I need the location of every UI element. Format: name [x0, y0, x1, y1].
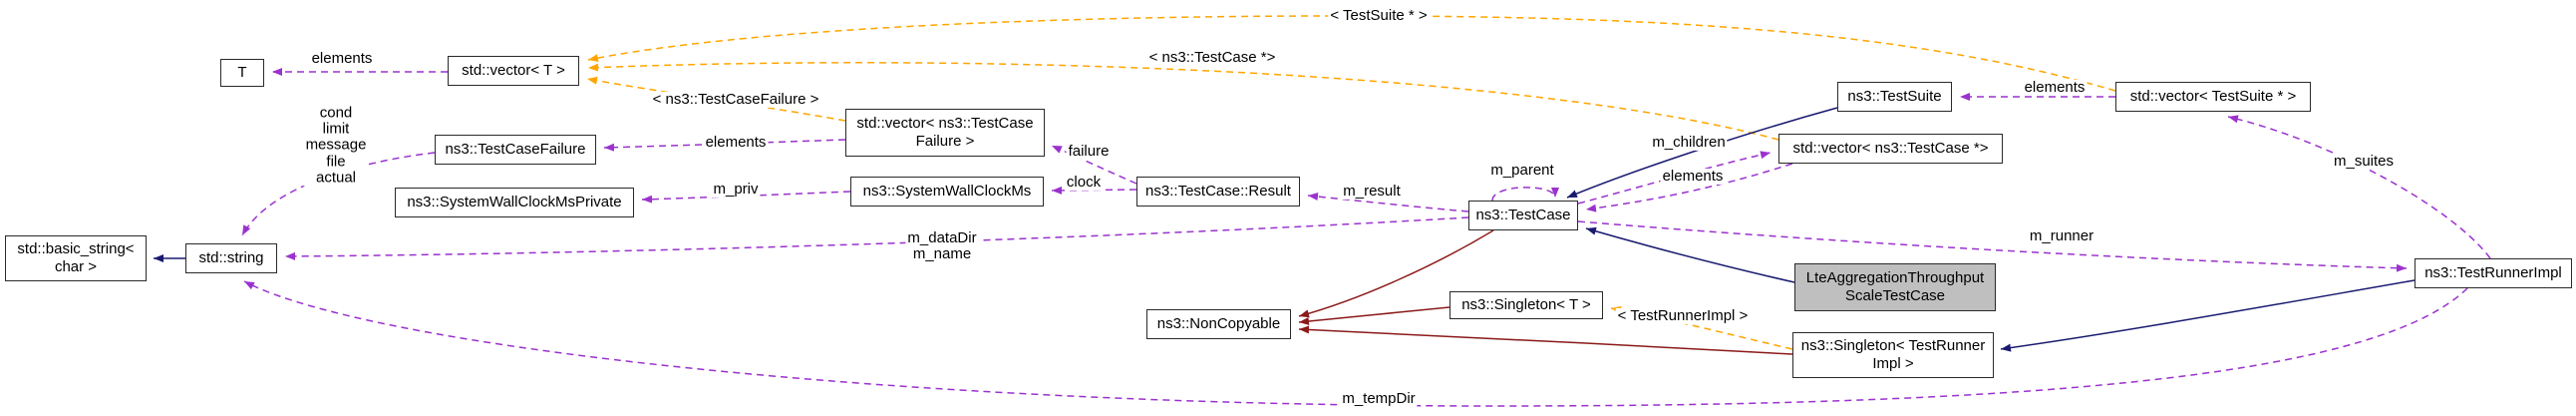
edge-inherit-test-runner-singleton: [2000, 279, 2415, 352]
edge-m-tempdir: [243, 280, 2468, 407]
node-std-vector-testsuite-ptr[interactable]: std::vector< TestSuite * >: [2115, 82, 2311, 112]
node-ns3-singleton-testrunnerimpl[interactable]: ns3::Singleton< TestRunner Impl >: [1792, 332, 1994, 378]
edge-m-suites: [2227, 115, 2491, 259]
edge-label-test-case-failure-members: cond limit message file actual: [303, 104, 369, 187]
node-ns3-testsuite[interactable]: ns3::TestSuite: [1837, 82, 1952, 112]
edge-label-clock: clock: [1064, 173, 1104, 192]
edge-label-elements-suites: elements: [2022, 78, 2088, 97]
node-std-vector-testcasefailure[interactable]: std::vector< ns3::TestCase Failure >: [845, 109, 1045, 157]
edge-m-datadir-m-name: [284, 216, 1469, 260]
edge-inherit-singleton-t-non-copyable: [1298, 306, 1450, 325]
edge-label-m-suites: m_suites: [2331, 152, 2397, 171]
edge-m-priv: [641, 191, 851, 204]
edge-m-runner: [1577, 220, 2408, 272]
edge-elements-vector-children: [1585, 163, 1793, 212]
edge-label-m-tempdir: m_tempDir: [1340, 389, 1418, 408]
edge-label-m-children: m_children: [1650, 133, 1728, 152]
edge-inherit-test-case-non-copyable: [1298, 229, 1494, 318]
edge-template-test-case-ptr: [587, 62, 1779, 141]
node-ns3-systemwallclockmsprivate[interactable]: ns3::SystemWallClockMsPrivate: [395, 188, 634, 217]
edge-inherit-singleton-tr-non-copyable: [1298, 325, 1793, 355]
node-ns3-testrunnerimpl[interactable]: ns3::TestRunnerImpl: [2415, 258, 2572, 288]
edge-label-m-datadir-m-name: m_dataDir m_name: [905, 228, 979, 263]
edge-label-template-test-suite-ptr: < TestSuite * >: [1328, 6, 1430, 25]
edge-label-m-parent: m_parent: [1488, 161, 1556, 180]
node-std-vector-testcase-ptr[interactable]: std::vector< ns3::TestCase *>: [1778, 134, 2003, 164]
edge-label-template-test-case-failure: < ns3::TestCaseFailure >: [650, 90, 821, 109]
edge-label-elements: elements: [309, 49, 375, 68]
node-std-vector-t[interactable]: std::vector< T >: [448, 56, 579, 86]
node-lteaggregationthroughputscaletestcase: LteAggregationThroughput ScaleTestCase: [1794, 263, 1996, 311]
edge-inherit-test-suite-test-case: [1566, 107, 1838, 199]
node-ns3-systemwallclockms[interactable]: ns3::SystemWallClockMs: [850, 177, 1044, 207]
node-ns3-noncopyable[interactable]: ns3::NonCopyable: [1146, 309, 1291, 339]
edge-label-elements-children: elements: [1660, 167, 1726, 186]
node-ns3-testcasefailure[interactable]: ns3::TestCaseFailure: [435, 135, 596, 165]
node-std-string[interactable]: std::string: [185, 243, 277, 273]
edge-label-m-result: m_result: [1341, 182, 1403, 201]
edge-label-template-test-case-ptr: < ns3::TestCase *>: [1146, 48, 1278, 67]
edge-failure: [1051, 145, 1137, 185]
node-t[interactable]: T: [220, 59, 264, 87]
edge-label-elements-failure: elements: [703, 133, 769, 152]
edge-label-m-priv: m_priv: [711, 180, 761, 199]
node-ns3-testcase-result[interactable]: ns3::TestCase::Result: [1136, 177, 1300, 207]
edge-label-m-runner: m_runner: [2027, 226, 2096, 245]
edge-label-failure: failure: [1066, 142, 1112, 161]
node-ns3-testcase[interactable]: ns3::TestCase: [1468, 201, 1578, 230]
edge-inherit-lte-test-case: [1585, 226, 1795, 283]
edge-m-parent: [1491, 187, 1559, 202]
node-std-basic-string-char[interactable]: std::basic_string< char >: [5, 235, 147, 281]
edge-label-template-test-runner-impl: < TestRunnerImpl >: [1615, 306, 1751, 325]
node-ns3-singleton-t[interactable]: ns3::Singleton< T >: [1449, 291, 1603, 319]
